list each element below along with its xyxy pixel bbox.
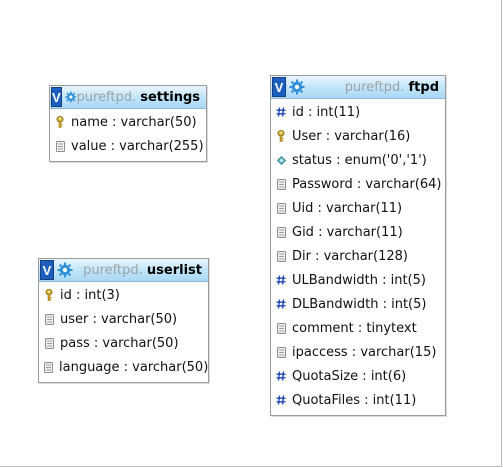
numeric-icon [276,106,286,118]
column-row[interactable]: comment : tinytext [271,316,445,340]
column-row[interactable]: status : enum('0','1') [271,148,445,172]
column-icon [44,361,53,373]
column-row[interactable]: ULBandwidth : int(5) [271,268,445,292]
column-row[interactable]: language : varchar(50) [39,355,208,379]
numeric-icon [276,394,286,406]
table-header[interactable]: V pureftpd. userlist [39,259,208,282]
key-icon [55,116,65,128]
gear-icon[interactable] [289,79,305,95]
column-row[interactable]: Password : varchar(64) [271,172,445,196]
column-label: status : enum('0','1') [292,152,427,168]
table-settings[interactable]: V pureftpd. settings name : varchar(50) v… [49,85,207,162]
column-row[interactable]: name : varchar(50) [50,110,206,134]
column-icon [276,178,286,190]
table-name: settings [140,89,200,105]
column-list: id : int(3) user : varchar(50) pass : varc… [39,282,208,382]
table-title: pureftpd. userlist [73,263,208,278]
column-row[interactable]: QuotaSize : int(6) [271,364,445,388]
column-row[interactable]: ipaccess : varchar(15) [271,340,445,364]
column-label: ULBandwidth : int(5) [292,272,426,288]
table-name: userlist [146,262,202,278]
key-icon [44,289,54,301]
column-label: QuotaSize : int(6) [292,368,407,384]
column-list: name : varchar(50) value : varchar(255) [50,109,206,161]
database-name: pureftpd. [83,262,143,278]
column-label: id : int(11) [292,104,361,120]
column-icon [276,322,286,334]
column-row[interactable]: pass : varchar(50) [39,331,208,355]
column-row[interactable]: User : varchar(16) [271,124,445,148]
toggle-button[interactable]: V [51,87,62,107]
database-name: pureftpd. [76,89,137,105]
enum-icon [276,154,286,166]
gear-icon[interactable] [57,262,73,278]
column-label: ipaccess : varchar(15) [292,344,437,360]
column-list: id : int(11) User : varchar(16) status : e… [271,99,445,415]
numeric-icon [276,298,286,310]
column-row[interactable]: user : varchar(50) [39,307,208,331]
column-icon [276,346,286,358]
column-icon [276,226,286,238]
column-row[interactable]: QuotaFiles : int(11) [271,388,445,412]
table-header[interactable]: V pureftpd. ftpd [271,76,445,99]
toggle-button[interactable]: V [40,260,54,280]
column-label: value : varchar(255) [71,138,204,154]
table-title: pureftpd. ftpd [305,80,445,95]
column-label: Password : varchar(64) [292,176,442,192]
key-icon [276,130,286,142]
column-icon [44,337,54,349]
column-row[interactable]: DLBandwidth : int(5) [271,292,445,316]
column-label: user : varchar(50) [60,311,178,327]
column-row[interactable]: Gid : varchar(11) [271,220,445,244]
column-label: User : varchar(16) [292,128,411,144]
column-row[interactable]: Dir : varchar(128) [271,244,445,268]
column-icon [276,250,286,262]
column-icon [55,140,65,152]
column-label: id : int(3) [60,287,120,303]
column-label: Dir : varchar(128) [292,248,408,264]
column-label: QuotaFiles : int(11) [292,392,417,408]
database-name: pureftpd. [344,79,405,95]
numeric-icon [276,274,286,286]
table-header[interactable]: V pureftpd. settings [50,86,206,109]
column-label: language : varchar(50) [59,359,209,375]
column-label: pass : varchar(50) [60,335,179,351]
table-name: ftpd [408,79,439,95]
numeric-icon [276,370,286,382]
column-row[interactable]: id : int(3) [39,283,208,307]
column-label: Gid : varchar(11) [292,224,403,240]
column-row[interactable]: id : int(11) [271,100,445,124]
column-row[interactable]: Uid : varchar(11) [271,196,445,220]
column-label: comment : tinytext [292,320,417,336]
table-title: pureftpd. settings [76,90,206,105]
column-row[interactable]: value : varchar(255) [50,134,206,158]
gear-icon[interactable] [65,89,77,105]
column-label: name : varchar(50) [71,114,197,130]
toggle-button[interactable]: V [272,77,286,97]
column-icon [44,313,54,325]
column-icon [276,202,286,214]
column-label: Uid : varchar(11) [292,200,403,216]
table-ftpd[interactable]: V pureftpd. ftpd id : int(11) User : varc… [270,75,446,416]
table-userlist[interactable]: V pureftpd. userlist id : int(3) user : v… [38,258,209,383]
column-label: DLBandwidth : int(5) [292,296,427,312]
